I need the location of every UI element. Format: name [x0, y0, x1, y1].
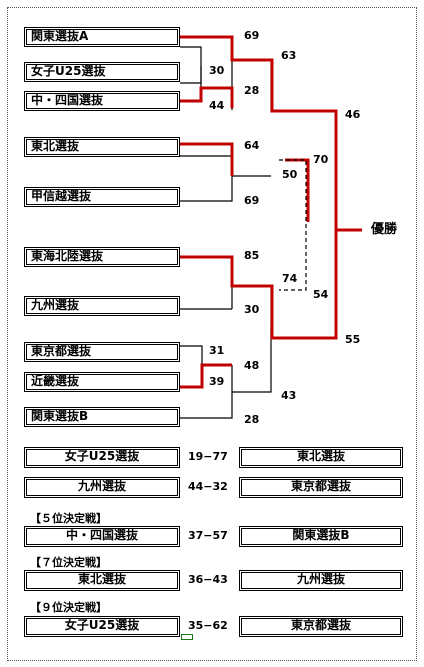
winner-line — [180, 142, 234, 176]
ranking-left-team: 女子U25選抜 — [24, 447, 180, 468]
cell-selection-handle[interactable] — [181, 634, 193, 640]
team-kanto-b: 関東選抜B — [24, 407, 180, 427]
ranking-title: 【５位決定戦】 — [30, 512, 107, 525]
team-women-u25: 女子U25選抜 — [24, 62, 180, 82]
score-label: 50 — [282, 168, 298, 181]
team-kyushu: 九州選抜 — [24, 296, 180, 316]
dashed-bracket-line — [279, 159, 307, 291]
ranking-score: 35−62 — [188, 619, 228, 632]
ranking-right-team: 関東選抜B — [239, 526, 403, 547]
score-label: 30 — [244, 303, 260, 316]
score-label: 28 — [244, 84, 260, 97]
team-tohoku: 東北選抜 — [24, 137, 180, 157]
score-label: 69 — [244, 29, 260, 42]
ranking-score: 19−77 — [188, 450, 228, 463]
ranking-left-team: 中・四国選抜 — [24, 526, 180, 547]
team-koshinetsu: 甲信越選抜 — [24, 187, 180, 207]
ranking-score: 37−57 — [188, 529, 228, 542]
ranking-left-team: 女子U25選抜 — [24, 616, 180, 637]
team-tokyo: 東京都選抜 — [24, 342, 180, 362]
winner-line-shadow — [180, 230, 338, 340]
winner-line — [180, 35, 362, 232]
score-label: 30 — [209, 64, 225, 77]
score-label: 43 — [281, 389, 297, 402]
bracket-frame — [7, 7, 417, 661]
bracket-line — [232, 327, 272, 393]
team-kinki: 近畿選抜 — [24, 372, 180, 392]
score-label: 85 — [244, 249, 260, 262]
bracket-line — [180, 345, 203, 371]
score-label: 70 — [313, 153, 329, 166]
score-label: 69 — [244, 194, 260, 207]
score-label: 63 — [281, 49, 297, 62]
winner-line-shadow — [180, 142, 234, 176]
bracket-line — [180, 365, 233, 419]
team-chushikoku: 中・四国選抜 — [24, 91, 180, 111]
champion-label: 優勝 — [371, 222, 398, 237]
ranking-left-team: 東北選抜 — [24, 570, 180, 591]
ranking-right-team: 東京都選抜 — [239, 616, 403, 637]
score-label: 74 — [282, 272, 298, 285]
ranking-score: 36−43 — [188, 573, 228, 586]
score-label: 44 — [209, 99, 225, 112]
score-label: 54 — [313, 288, 329, 301]
score-label: 55 — [345, 333, 361, 346]
ranking-title: 【７位決定戦】 — [30, 556, 107, 569]
ranking-title: 【９位決定戦】 — [30, 601, 107, 614]
ranking-left-team: 九州選抜 — [24, 477, 180, 498]
score-label: 31 — [209, 344, 225, 357]
ranking-score: 44−32 — [188, 480, 228, 493]
score-label: 28 — [244, 413, 260, 426]
score-label: 46 — [345, 108, 361, 121]
score-label: 39 — [209, 375, 225, 388]
team-kanto-a: 関東選抜A — [24, 27, 180, 47]
ranking-right-team: 九州選抜 — [239, 570, 403, 591]
winner-line — [180, 230, 338, 340]
ranking-right-team: 東北選抜 — [239, 447, 403, 468]
winner-line — [180, 86, 234, 108]
winner-line — [180, 363, 232, 389]
bracket-line — [180, 46, 202, 84]
score-label: 48 — [244, 359, 260, 372]
winner-line — [285, 158, 310, 222]
team-tokai-hokuriku: 東海北陸選抜 — [24, 247, 180, 267]
bracket-line — [180, 155, 233, 202]
ranking-right-team: 東京都選抜 — [239, 477, 403, 498]
score-label: 64 — [244, 139, 260, 152]
